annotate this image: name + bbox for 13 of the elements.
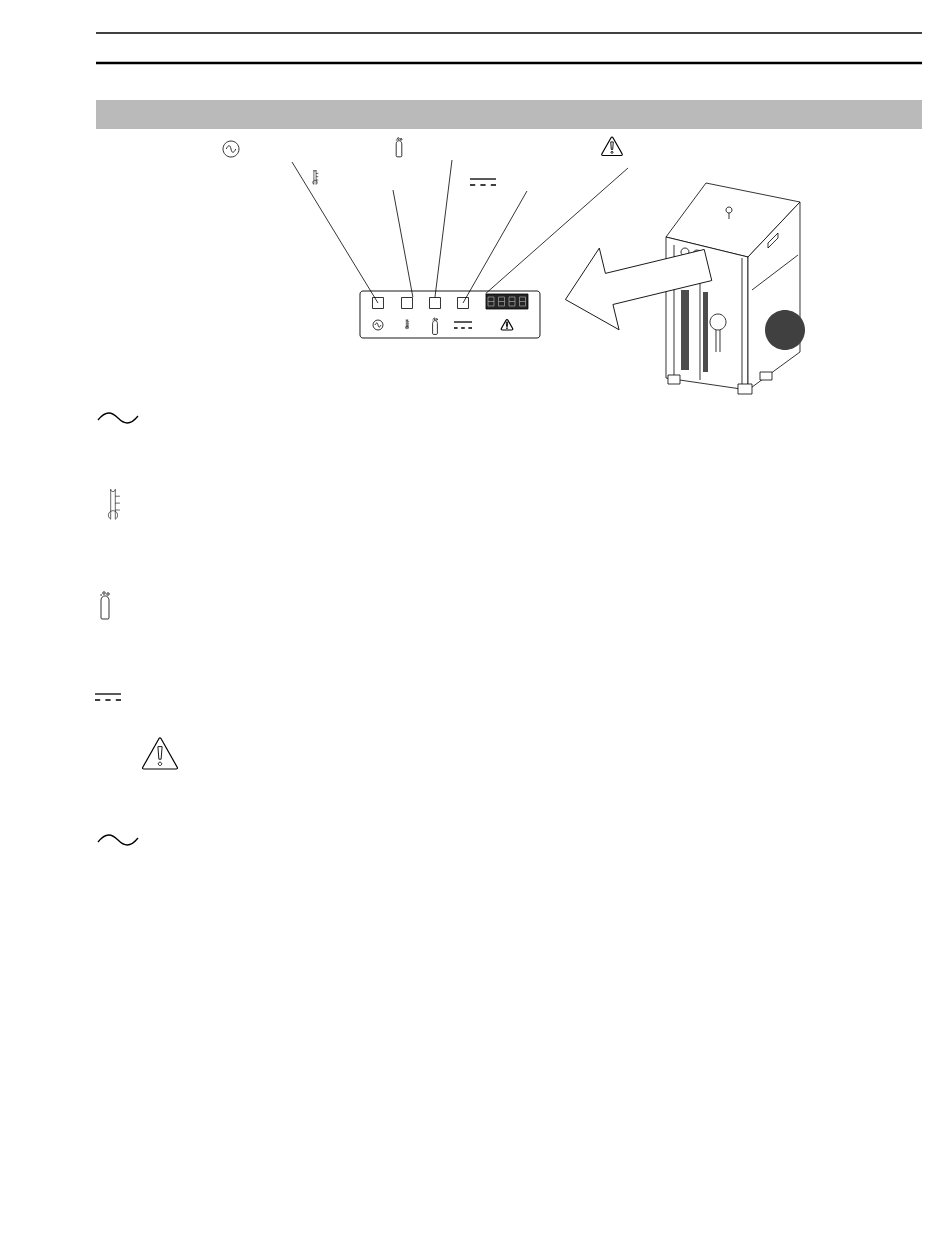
leader-line [291, 161, 379, 304]
arrow [565, 247, 713, 331]
digital-display [485, 293, 529, 310]
chiller-drawing [665, 182, 805, 395]
indicator-lamp [457, 297, 469, 309]
control-panel [359, 290, 541, 339]
indicator-lamp [429, 297, 441, 309]
indicator-lamp [401, 297, 413, 309]
leader-line [392, 189, 414, 298]
leader-line [462, 190, 528, 304]
leader-line [434, 159, 453, 298]
indicator-lamp [372, 297, 384, 309]
leader-line [485, 167, 629, 294]
